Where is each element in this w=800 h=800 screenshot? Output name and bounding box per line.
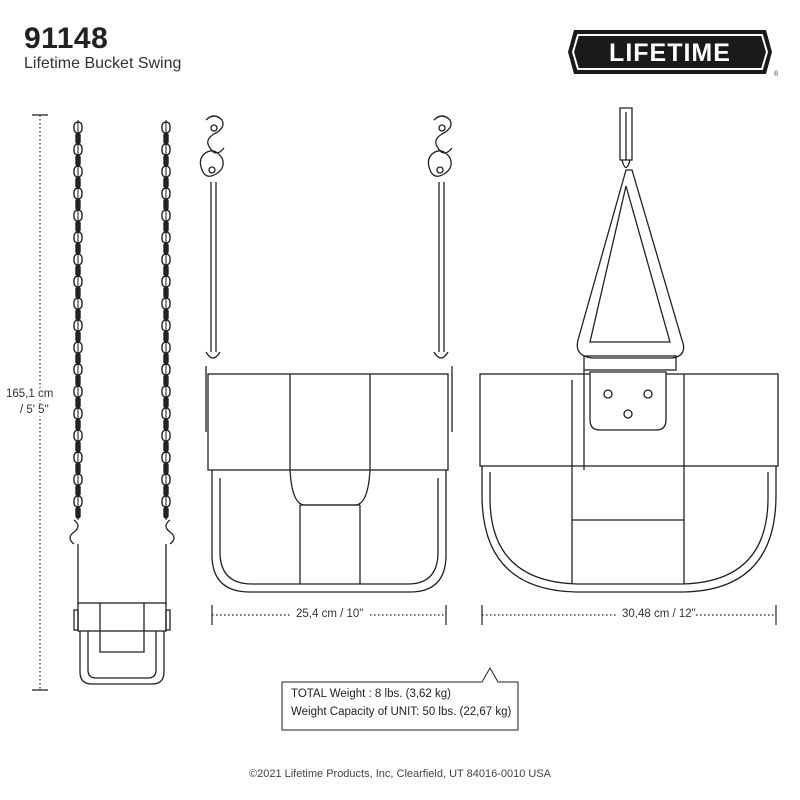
side-view-seat bbox=[479, 370, 779, 593]
full-view-right-chain bbox=[161, 120, 171, 520]
chain-link bbox=[163, 396, 169, 409]
side-view-hanger bbox=[576, 107, 685, 371]
front-view-right-hook bbox=[427, 115, 453, 177]
full-view-seat bbox=[73, 602, 171, 685]
weight-capacity: Weight Capacity of UNIT: 50 lbs. (22,67 … bbox=[291, 706, 512, 718]
height-label: 165,1 cm bbox=[6, 388, 54, 400]
chain-link bbox=[75, 286, 81, 299]
chain-link bbox=[163, 462, 169, 475]
chain-link bbox=[75, 330, 81, 343]
model-number: 91148 bbox=[24, 22, 109, 55]
chain-link bbox=[163, 484, 169, 497]
chain-link bbox=[75, 242, 81, 255]
front-view-left-rope bbox=[205, 182, 221, 359]
chain-link bbox=[75, 308, 81, 321]
lifetime-logo: LIFETIME ® bbox=[566, 24, 780, 85]
chain-link bbox=[75, 484, 81, 497]
chain-link bbox=[163, 132, 169, 145]
full-view-left-s-hook bbox=[69, 519, 79, 545]
chain-link bbox=[75, 374, 81, 387]
front-width-dimension bbox=[211, 605, 447, 625]
chain-link bbox=[75, 440, 81, 453]
logo-text: LIFETIME bbox=[609, 39, 731, 67]
chain-link bbox=[75, 154, 81, 167]
product-name: Lifetime Bucket Swing bbox=[24, 55, 182, 72]
chain-link bbox=[163, 352, 169, 365]
front-view-right-rope bbox=[433, 182, 449, 359]
spec-box: TOTAL Weight : 8 lbs. (3,62 kg) Weight C… bbox=[285, 682, 515, 728]
chain-link bbox=[75, 220, 81, 233]
chain-link bbox=[163, 198, 169, 211]
chain-link bbox=[75, 176, 81, 189]
full-view-left-chain bbox=[73, 120, 83, 520]
chain-link bbox=[75, 198, 81, 211]
chain-link bbox=[163, 506, 169, 519]
chain-link bbox=[163, 242, 169, 255]
chain-link bbox=[75, 462, 81, 475]
chain-link bbox=[75, 264, 81, 277]
front-view-left-hook bbox=[199, 115, 225, 177]
chain-link bbox=[163, 308, 169, 321]
total-weight: TOTAL Weight : 8 lbs. (3,62 kg) bbox=[291, 688, 452, 700]
chain-link bbox=[75, 418, 81, 431]
front-view-seat bbox=[205, 366, 453, 593]
chain-link bbox=[163, 264, 169, 277]
spec-callout-box bbox=[281, 666, 519, 731]
side-width-label: 30,48 cm / 12" bbox=[622, 608, 696, 620]
chain-link bbox=[163, 374, 169, 387]
chain-link bbox=[163, 220, 169, 233]
chain-link bbox=[163, 440, 169, 453]
copyright-footer: ©2021 Lifetime Products, Inc, Clearfield… bbox=[248, 768, 551, 780]
front-width-label: 25,4 cm / 10" bbox=[296, 608, 364, 620]
trademark-symbol: ® bbox=[774, 70, 778, 78]
height-imperial-label: / 5' 5" bbox=[20, 404, 49, 416]
chain-link bbox=[163, 418, 169, 431]
chain-link bbox=[75, 506, 81, 519]
chain-link bbox=[163, 154, 169, 167]
chain-link bbox=[75, 396, 81, 409]
chain-link bbox=[163, 286, 169, 299]
chain-link bbox=[75, 352, 81, 365]
chain-link bbox=[163, 330, 169, 343]
chain-link bbox=[75, 132, 81, 145]
chain-link bbox=[163, 176, 169, 189]
full-view-right-s-hook bbox=[165, 519, 175, 545]
